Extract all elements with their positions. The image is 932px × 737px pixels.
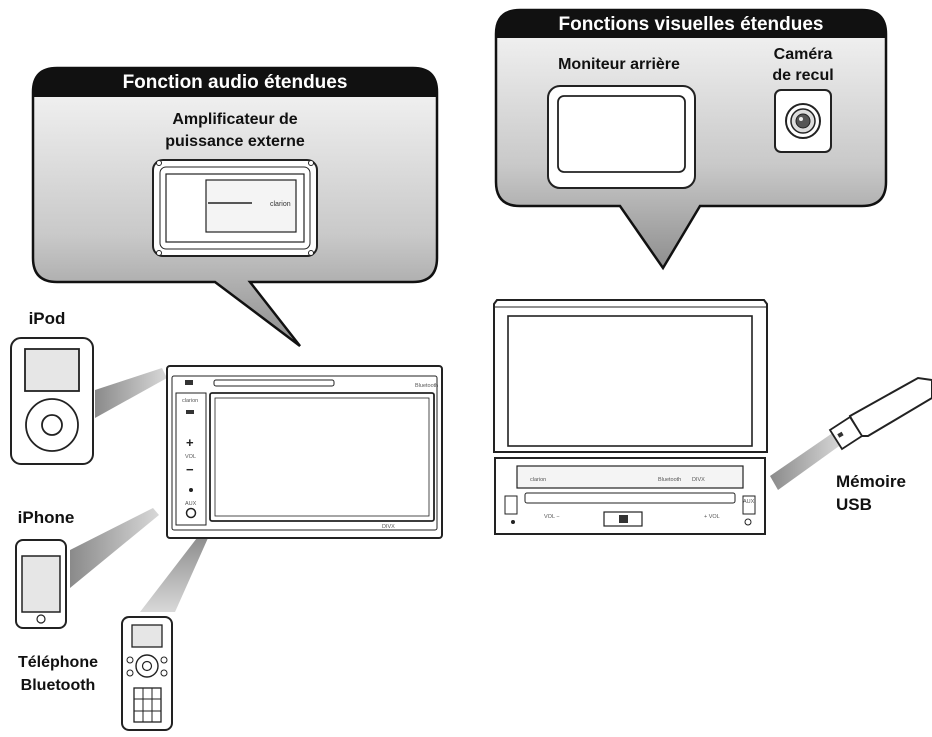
usb-connection-beam [770,432,842,490]
bluetooth-phone-label-line2: Bluetooth [21,677,96,694]
iphone-label: iPhone [18,508,75,527]
amplifier-label-line2: puissance externe [165,133,305,150]
iphone-connection-beam [70,508,159,588]
head-unit: Bluetooth clarion + VOL − AUX DIVX [166,365,443,539]
usb-memory-label-line2: USB [836,495,872,514]
audio-callout-header: Fonction audio étendues [123,72,348,93]
usb-memory-label-line1: Mémoire [836,472,906,491]
head-unit-brand: clarion [182,398,198,404]
head-unit-vol: VOL [185,454,196,460]
head-unit-bluetooth-badge: Bluetooth [415,383,438,389]
visual-callout: Fonctions visuelles étendues Moniteur ar… [494,8,888,271]
rear-camera-label-line1: Caméra [774,46,833,63]
head-unit-divx-badge: DIVX [382,524,395,530]
ipod-label: iPod [29,309,66,328]
ipod-connection-beam [95,368,167,418]
amplifier-brand: clarion [270,201,291,208]
head-unit-plus: + [186,435,194,450]
fold-out-unit: clarion Bluetooth DIVX AUX VOL − + VOL [493,299,768,535]
rear-monitor-label: Moniteur arrière [558,56,680,73]
rear-monitor-icon [547,85,696,189]
bluetooth-phone-icon [121,616,173,731]
iphone-icon [15,539,67,629]
fold-unit-vol-minus: VOL − [544,514,560,520]
amplifier-icon: clarion [152,159,318,257]
head-unit-aux: AUX [185,501,197,507]
rear-camera-label-line2: de recul [772,67,833,84]
fold-unit-vol-plus: + VOL [704,514,720,520]
fold-unit-brand: clarion [530,477,546,483]
amplifier-label-line1: Amplificateur de [172,111,297,128]
ipod-icon [10,337,94,465]
rear-camera-icon [774,89,832,153]
usb-memory-icon [828,376,932,451]
fold-unit-divx-badge: DIVX [692,477,705,483]
visual-callout-header: Fonctions visuelles étendues [558,14,823,35]
fold-unit-aux: AUX [743,499,755,505]
head-unit-minus: − [186,462,194,477]
phone-connection-beam [140,534,208,612]
audio-callout: Fonction audio étendues Amplificateur de… [31,66,439,347]
bluetooth-phone-label-line1: Téléphone [18,654,98,671]
fold-unit-bluetooth-badge: Bluetooth [658,477,681,483]
